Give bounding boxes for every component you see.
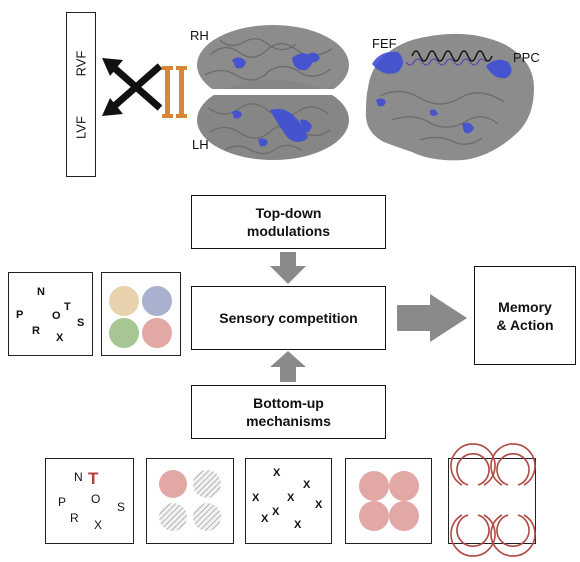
- letter: O: [52, 310, 61, 322]
- sensory-competition-label: Sensory competition: [219, 310, 358, 326]
- letter: R: [70, 511, 79, 525]
- popout-letters-panel: [45, 458, 134, 544]
- letter: S: [117, 500, 126, 514]
- letter: X: [56, 332, 64, 344]
- x-mark: X: [315, 499, 323, 511]
- hatched-circle: [193, 470, 221, 498]
- sensory-competition-box: Sensory competition: [191, 286, 386, 350]
- x-mark: X: [287, 492, 295, 504]
- solid-circle: [389, 471, 419, 501]
- letter: R: [32, 325, 40, 337]
- letter: X: [94, 518, 103, 532]
- top-down-line2: modulations: [246, 223, 331, 239]
- tan-circle: [109, 286, 139, 316]
- grouped-circles-panel: [345, 458, 432, 544]
- blue-circle: [142, 286, 172, 316]
- pink-circle: [142, 318, 172, 348]
- letter: T: [64, 301, 71, 313]
- top-down-line1: Top-down: [255, 205, 322, 221]
- letter: O: [91, 492, 101, 506]
- callosum-connector-icon: [162, 66, 187, 118]
- solid-circle: [359, 501, 389, 531]
- letter: P: [58, 495, 67, 509]
- lh-label: LH: [192, 137, 209, 152]
- top-down-box: Top-down modulations: [191, 195, 386, 249]
- bottom-up-line2: mechanisms: [246, 413, 331, 429]
- letter: S: [77, 317, 85, 329]
- visual-field-panel: [66, 12, 96, 177]
- letters-panel-left: [8, 272, 93, 356]
- hatched-circle: [159, 503, 187, 531]
- fef-label: FEF: [372, 36, 397, 51]
- ppc-label: PPC: [513, 50, 540, 65]
- solid-circle: [359, 471, 389, 501]
- hatched-circle: [193, 503, 221, 531]
- bottom-up-box: Bottom-up mechanisms: [191, 385, 386, 439]
- x-mark: X: [272, 506, 280, 518]
- arrow-down-icon: [270, 252, 306, 284]
- memory-action-line1: Memory: [498, 298, 552, 315]
- letter: N: [74, 470, 83, 484]
- arrow-right-icon: [397, 294, 467, 342]
- solid-circle: [159, 470, 187, 498]
- letter: P: [16, 309, 24, 321]
- popout-color-panel: [146, 458, 234, 544]
- arrow-up-icon: [270, 351, 306, 382]
- letter: N: [37, 286, 45, 298]
- x-mark: X: [273, 467, 281, 479]
- green-circle: [109, 318, 139, 348]
- x-mark: X: [261, 513, 269, 525]
- x-mark: X: [294, 519, 302, 531]
- x-mark: X: [252, 492, 260, 504]
- solid-circle: [389, 501, 419, 531]
- salient-letter: T: [88, 469, 99, 488]
- x-array-panel: [245, 458, 332, 544]
- memory-action-box: Memory & Action: [474, 266, 576, 365]
- connectivity-wave-icon: [411, 50, 493, 62]
- x-mark: X: [303, 479, 311, 491]
- memory-action-line2: & Action: [496, 316, 554, 333]
- bottom-up-line1: Bottom-up: [253, 395, 324, 411]
- rh-label: RH: [190, 28, 209, 43]
